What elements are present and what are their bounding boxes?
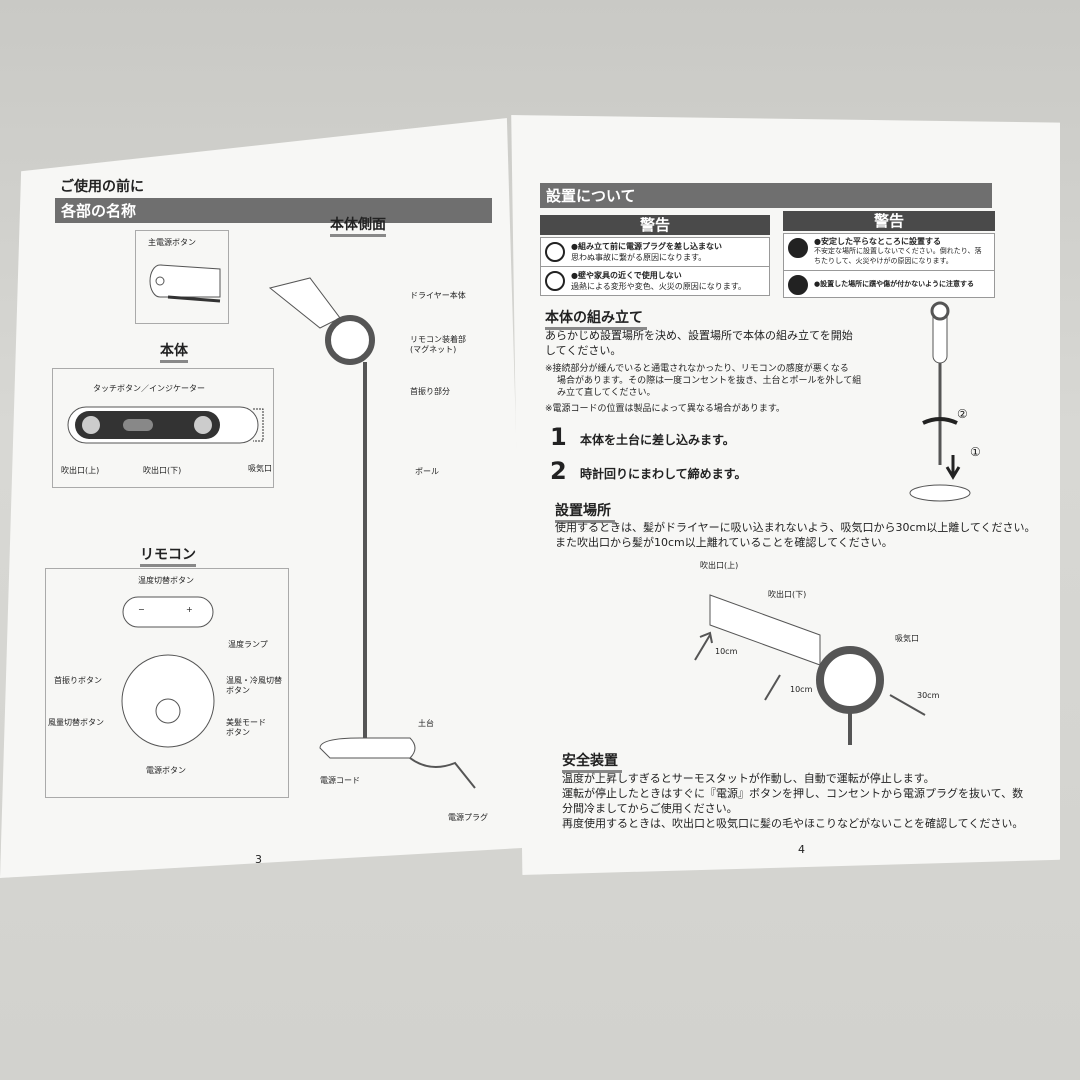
left-page: ご使用の前に 各部の名称 本体側面 主電源ボタン 本体 タッチボタン／インジケー…: [0, 118, 528, 878]
power-button-icon: [155, 276, 165, 286]
temp-minus: −: [138, 605, 145, 614]
remote-face-illustration: [121, 654, 215, 748]
mandatory-icon: [788, 238, 808, 258]
base-label: 土台: [418, 719, 434, 728]
power-button-label: 電源ボタン: [146, 766, 186, 775]
placement-text-2: また吹出口から髪が10cm以上離れていることを確認してください。: [555, 536, 893, 549]
step-number: 2: [550, 457, 567, 485]
assembly-note-2: 場合があります。その際は一度コンセントを抜き、土台とポールを外して組: [557, 376, 862, 386]
magnet-label: (マグネット): [410, 345, 457, 354]
warning-note: ちたりして、火災やけがの原因になります。: [814, 257, 953, 265]
remote-title: リモコン: [140, 544, 196, 567]
place-intake-label: 吸気口: [895, 634, 919, 643]
assembly-note-3: み立て直してください。: [557, 388, 656, 398]
pretitle: ご使用の前に: [60, 179, 144, 195]
touch-indicator-label: タッチボタン／インジケーター: [93, 384, 205, 393]
temp-plus: +: [186, 605, 193, 614]
distance-10cm-top: 10cm: [715, 647, 738, 656]
swing-part-label: 首振り部分: [410, 387, 450, 396]
outlet-bottom-label: 吹出口(下): [143, 466, 182, 475]
airflow-label: 風量切替ボタン: [48, 718, 104, 727]
temp-lamp-label: 温度ランプ: [228, 640, 268, 649]
install-section-title: 設置について: [540, 183, 992, 208]
safety-text-2: 運転が停止したときはすぐに『電源』ボタンを押し、コンセントから電源プラグを抜いて…: [562, 787, 1024, 800]
safety-text-4: 再度使用するときは、吹出口と吸気口に髪の毛やほこりなどがないことを確認してくださ…: [562, 817, 1024, 830]
assembly-note-1: ※接続部分が緩んでいると通電されなかったり、リモコンの感度が悪くなる: [545, 364, 849, 374]
warning-row: ●安定した平らなところに設置する 不安定な場所に設置しないでください。倒れたり、…: [783, 233, 995, 271]
placement-title: 設置場所: [555, 500, 615, 523]
intake-label: 吸気口: [248, 464, 272, 473]
dryer-end-illustration: [149, 264, 221, 303]
right-page: 設置について 警告 ●組み立て前に電源プラグを差し込まない 思わぬ事故に繋がる原…: [511, 115, 1060, 875]
swing-button-label: 首振りボタン: [54, 676, 102, 685]
prohibited-icon: [545, 242, 565, 262]
remote-box: 温度切替ボタン − + 温度ランプ 首振りボタン 温風・冷風切替 ボタン 風量切…: [45, 568, 289, 798]
placement-illustration: [694, 594, 926, 745]
warning-bold: ●組み立て前に電源プラグを差し込まない: [571, 242, 722, 251]
power-cord-label: 電源コード: [320, 776, 360, 785]
step-text: 本体を土台に差し込みます。: [580, 433, 735, 447]
side-view-title: 本体側面: [330, 214, 386, 237]
body-title: 本体: [160, 340, 188, 363]
warning-note: 過熱による変形や変色、火災の原因になります。: [571, 282, 746, 291]
circled-one: ①: [970, 445, 981, 459]
page-number-right: 4: [798, 843, 805, 856]
assembly-note-4: ※電源コードの位置は製品によって異なる場合があります。: [545, 404, 785, 414]
prohibited-icon: [545, 271, 565, 291]
place-outlet-top-label: 吹出口(上): [700, 561, 739, 570]
warning-bold: ●壁や家具の近くで使用しない: [571, 271, 682, 280]
mandatory-icon: [788, 275, 808, 295]
warning-bold: ●安定した平らなところに設置する: [814, 237, 941, 246]
circled-two: ②: [957, 407, 968, 421]
hot-cold-label-2: ボタン: [226, 686, 250, 695]
warning-row: ●組み立て前に電源プラグを差し込まない 思わぬ事故に繋がる原因になります。: [540, 237, 770, 267]
step-number: 1: [550, 423, 567, 451]
warning-bold: ●設置した場所に躓や傷が付かないように注意する: [814, 280, 974, 288]
stand-illustration: [268, 277, 476, 789]
beauty-mode-label-2: ボタン: [226, 728, 250, 737]
assembly-intro-2: してください。: [545, 344, 622, 357]
outlet-top-label: 吹出口(上): [61, 466, 100, 475]
hot-cold-label: 温風・冷風切替: [226, 676, 282, 685]
assembly-illustration: [909, 301, 971, 502]
warning-header-right: 警告: [783, 211, 995, 231]
assembly-intro-1: あらかじめ設置場所を決め、設置場所で本体の組み立てを開始: [545, 329, 853, 342]
page-number-left: 3: [255, 853, 262, 866]
warning-header-left: 警告: [540, 215, 770, 235]
dryer-body-label: ドライヤー本体: [410, 291, 466, 300]
assembly-title: 本体の組み立て: [545, 307, 647, 330]
safety-text-1: 温度が上昇しすぎるとサーモスタットが作動し、自動で運転が停止します。: [562, 772, 935, 785]
distance-30cm: 30cm: [917, 691, 940, 700]
remote-mount-label: リモコン装着部: [410, 335, 466, 344]
distance-10cm-bottom: 10cm: [790, 685, 813, 694]
pole-label: ポール: [415, 467, 439, 476]
step-text: 時計回りにまわして締めます。: [580, 467, 747, 481]
warning-row: ●壁や家具の近くで使用しない 過熱による変形や変色、火災の原因になります。: [540, 266, 770, 296]
warning-note: 思わぬ事故に繋がる原因になります。: [571, 253, 707, 262]
beauty-mode-label: 美髪モード: [226, 718, 266, 727]
placement-text-1: 使用するときは、髪がドライヤーに吸い込まれないよう、吸気口から30cm以上離して…: [555, 521, 1036, 534]
body-box: タッチボタン／インジケーター 吹出口(上) 吹出口(下) 吸気口: [52, 368, 274, 488]
body-front-illustration: [67, 406, 264, 444]
section-title: 各部の名称: [55, 198, 492, 223]
safety-text-3: 分間冷ましてからご使用ください。: [562, 802, 738, 815]
power-plug-label: 電源プラグ: [448, 813, 488, 822]
warning-row: ●設置した場所に躓や傷が付かないように注意する: [783, 270, 995, 298]
main-power-label: 主電源ボタン: [148, 238, 196, 247]
remote-top-illustration: [122, 596, 214, 628]
power-inset-box: 主電源ボタン: [135, 230, 229, 324]
warning-note: 不安定な場所に設置しないでください。倒れたり、落: [814, 247, 982, 255]
place-outlet-bottom-label: 吹出口(下): [768, 590, 807, 599]
temp-switch-label: 温度切替ボタン: [138, 576, 194, 585]
safety-title: 安全装置: [562, 750, 622, 773]
